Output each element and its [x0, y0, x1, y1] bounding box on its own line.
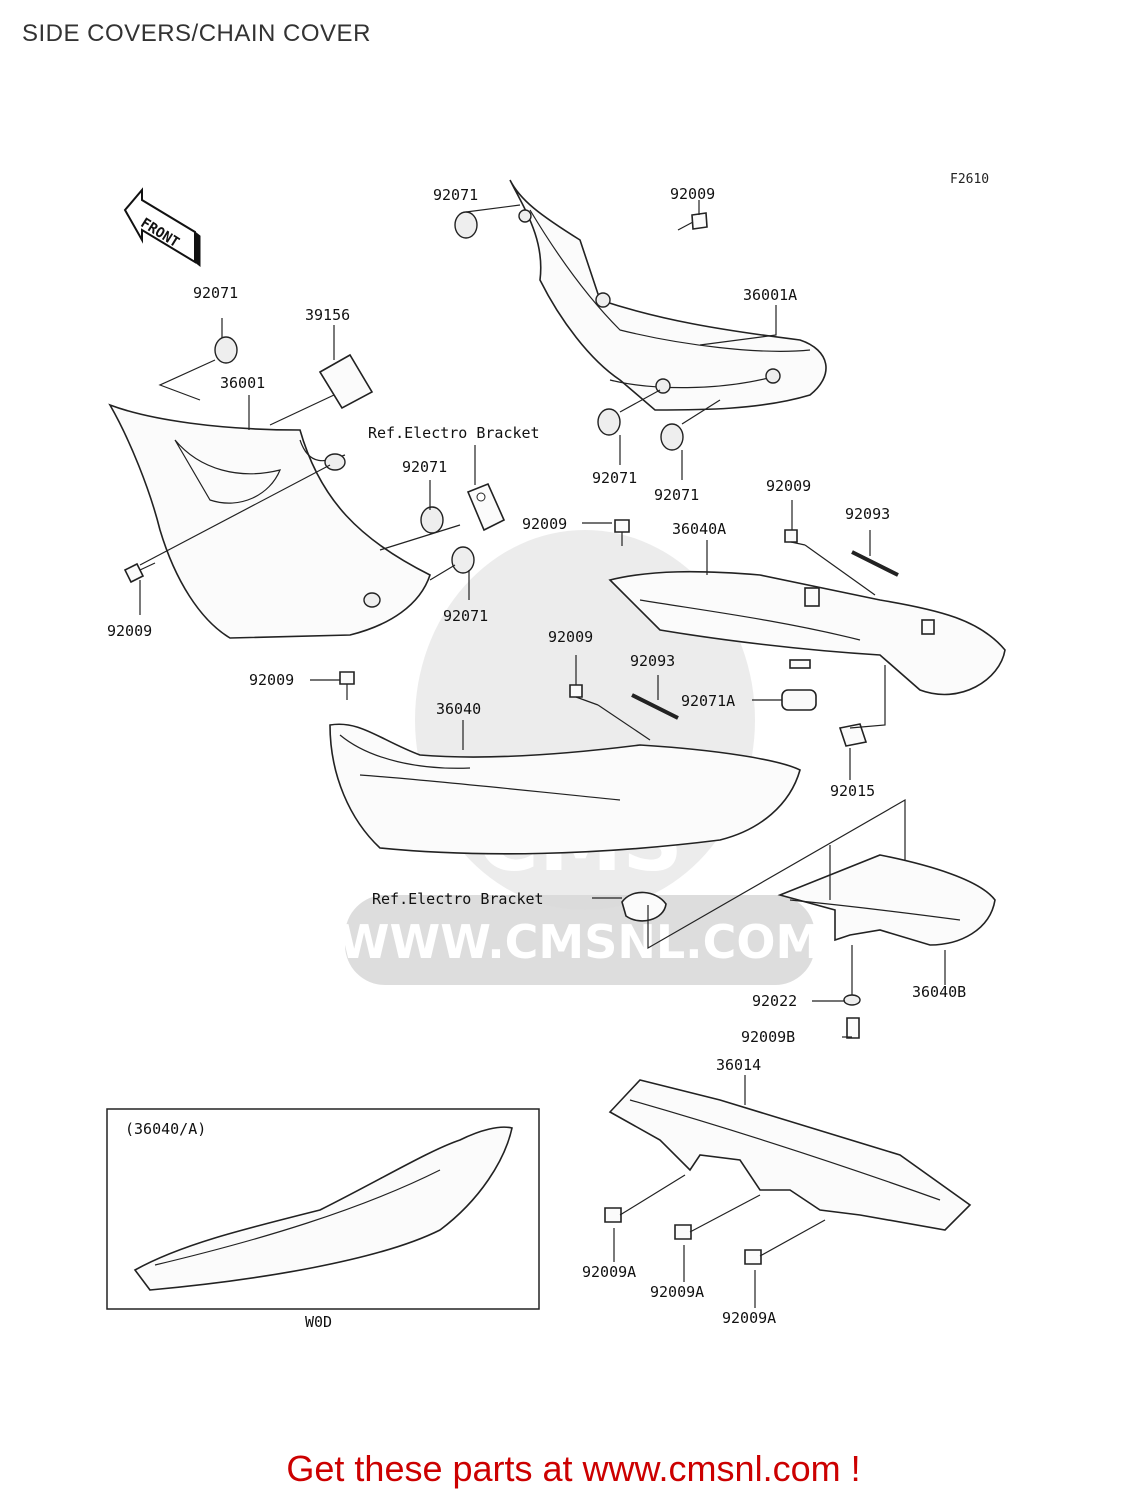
- callout-36001: 36001: [220, 374, 265, 392]
- callout-92071-c: 92071: [402, 458, 447, 476]
- callout-92093-b: 92093: [630, 652, 675, 670]
- part-36040B: [777, 854, 996, 946]
- callout-36040A: 36040A: [672, 520, 726, 538]
- parts-diagram: CMS WWW.CMSNL.COM FRONT: [106, 179, 1006, 1331]
- callout-92009-d: 92009: [522, 515, 567, 533]
- callout-36040B: 36040B: [912, 983, 966, 1001]
- inset-sublabel: W0D: [305, 1313, 332, 1331]
- front-arrow-icon: FRONT: [123, 187, 201, 268]
- callout-92009A-a: 92009A: [582, 1263, 636, 1281]
- leader-lines: [139, 200, 946, 1308]
- parts-92071A-92015: [781, 659, 868, 747]
- callout-92071-a: 92071: [433, 186, 478, 204]
- callout-92009A-c: 92009A: [722, 1309, 776, 1327]
- washer-92022: [843, 994, 861, 1006]
- callout-92009-c: 92009: [107, 622, 152, 640]
- side-cover-36001: [108, 403, 431, 639]
- pins-92093: [631, 550, 899, 720]
- callout-36001A: 36001A: [743, 286, 797, 304]
- callout-92009-f: 92009: [249, 671, 294, 689]
- callout-36014: 36014: [716, 1056, 761, 1074]
- callout-92015: 92015: [830, 782, 875, 800]
- chain-cover-36014: [608, 1079, 972, 1231]
- callout-92071-b: 92071: [193, 284, 238, 302]
- callout-92071-e: 92071: [654, 486, 699, 504]
- tail-cover-36040A: [608, 570, 1006, 696]
- callout-92071-d: 92071: [592, 469, 637, 487]
- callout-92009-a: 92009: [670, 185, 715, 203]
- figure-code: F2610: [950, 172, 990, 187]
- electro-bracket-upper: [466, 482, 506, 532]
- footer-link[interactable]: Get these parts at www.cmsnl.com !: [286, 1448, 861, 1489]
- callout-92022: 92022: [752, 992, 797, 1010]
- electro-bracket-lower: [621, 891, 667, 922]
- callout-labels: 92071 92009 36001A 92071 39156 36001 Ref…: [107, 185, 966, 1331]
- side-cover-36001A: [509, 179, 827, 411]
- callout-92009B: 92009B: [741, 1028, 795, 1046]
- inset-label: (36040/A): [125, 1120, 206, 1138]
- watermark-url: WWW.CMSNL.COM: [339, 915, 822, 969]
- callout-92071-f: 92071: [443, 607, 488, 625]
- screws: [123, 212, 860, 1265]
- inset-box: [106, 1108, 540, 1310]
- grommets: [214, 211, 684, 574]
- callout-92093-a: 92093: [845, 505, 890, 523]
- page-title: SIDE COVERS/CHAIN COVER: [22, 20, 371, 47]
- callout-92071A: 92071A: [681, 692, 735, 710]
- callout-39156: 39156: [305, 306, 350, 324]
- callout-36040: 36040: [436, 700, 481, 718]
- callout-92009A-b: 92009A: [650, 1283, 704, 1301]
- callout-92009-b: 92009: [766, 477, 811, 495]
- part-39156: [318, 353, 374, 410]
- tail-cover-36040: [329, 723, 801, 855]
- callout-92009-e: 92009: [548, 628, 593, 646]
- callout-ref-electro-bracket-a: Ref.Electro Bracket: [368, 424, 540, 442]
- callout-ref-electro-bracket-b: Ref.Electro Bracket: [372, 890, 544, 908]
